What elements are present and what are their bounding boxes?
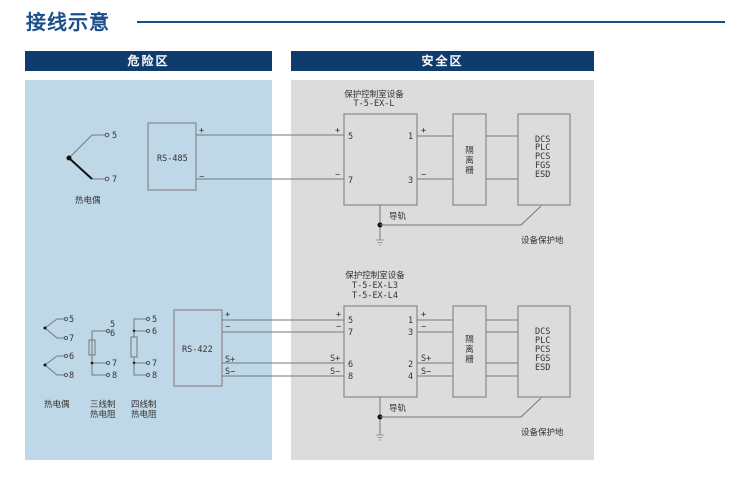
terminal-label: 5 [112,131,117,141]
rs485-box [147,122,197,191]
sensor-label: 热电偶 [44,399,70,410]
rail-label: 导轨 [389,211,407,222]
transmitter-label: RS-422 [182,345,213,355]
rail-label: 导轨 [389,403,407,414]
transmitter-label: RS-485 [157,154,188,164]
system-label: PCS [535,152,550,162]
sensor-label: 热电阻 [90,409,116,420]
page-title: 接线示意 [26,10,110,34]
pin-number: 7 [348,176,353,186]
pin-sign: S− [330,367,340,377]
system-label: PLC [535,336,550,346]
device-title: 保护控制室设备 [344,89,404,100]
device-title: 保护控制室设备 [345,270,405,281]
system-label: FGS [535,354,550,364]
pin-sign: S+ [225,355,235,365]
control-systems-box [517,305,571,398]
pin-sign: − [335,170,340,180]
diagram-1: 5 7 热电偶 RS-485 + − 保护控制室设备 T-5-EX-L + − … [66,89,571,246]
terminal-label: 7 [152,359,157,369]
barrier-label: 栅 [465,354,474,365]
barrier-label: 隔 [465,335,474,345]
barrier-label: 隔 [465,146,474,156]
terminal-label: 8 [112,371,117,381]
ground-icon [376,434,384,441]
system-label: DCS [535,327,550,337]
pin-sign: − [421,322,426,332]
pin-sign: S+ [330,354,340,364]
protection-device-box [343,113,418,206]
thermocouple-symbol: 5 7 热电偶 [66,131,117,206]
device-model: T-5-EX-L [354,99,395,109]
pin-number: 4 [408,372,413,382]
system-label: ESD [535,363,550,373]
system-label: ESD [535,170,550,180]
terminal-label: 8 [152,371,157,381]
pin-sign: + [225,310,230,320]
rs422-box [173,309,223,387]
protection-device-box [343,305,418,398]
terminal-label: 6 [69,352,74,362]
rtd-3wire-symbol: 5 6 7 8 三线制 热电阻 [88,320,117,420]
system-label: FGS [535,161,550,171]
ground-icon [376,239,384,246]
control-systems-box [517,113,571,206]
system-label: DCS [535,135,550,145]
device-model: T-5-EX-L3 [352,281,398,291]
pin-number: 1 [408,316,413,326]
sensor-label: 热电阻 [131,409,157,420]
safe-zone-header: 安全区 [291,51,594,71]
pin-number: 2 [408,360,413,370]
title-divider [137,21,725,23]
device-model: T-5-EX-L4 [352,291,398,301]
terminal-label: 7 [112,175,117,185]
pin-sign: − [225,322,230,332]
pin-number: 7 [348,328,353,338]
pin-sign: − [421,170,426,180]
thermocouple-symbol: 5 7 6 8 热电偶 [43,315,74,410]
pin-sign: + [421,310,426,320]
terminal-label: 8 [69,371,74,381]
isolation-barrier-box [452,113,487,206]
barrier-label: 离 [465,344,474,355]
system-label: PLC [535,143,550,153]
sensor-label: 三线制 [90,399,116,410]
sensor-label: 四线制 [131,399,157,410]
pin-sign: S− [225,367,235,377]
thermocouple-label: 热电偶 [75,195,101,206]
terminal-label: 6 [110,329,115,339]
pin-number: 3 [408,328,413,338]
terminal-label: 7 [69,334,74,344]
rtd-4wire-symbol: 5 6 7 8 四线制 热电阻 [130,315,157,420]
pin-number: 6 [348,360,353,370]
terminal-label: 5 [152,315,157,325]
pin-sign: S− [421,367,431,377]
isolation-barrier-box [452,305,487,398]
ground-label: 设备保护地 [521,427,564,438]
pin-sign: − [199,172,204,182]
terminal-label: 6 [152,327,157,337]
pin-sign: + [199,126,204,136]
pin-sign: + [336,310,341,320]
terminal-label: 5 [69,315,74,325]
pin-sign: + [335,126,340,136]
diagram-2: 5 7 6 8 热电偶 5 6 7 8 三线制 热电阻 [43,270,571,441]
terminal-label: 7 [112,359,117,369]
pin-number: 5 [348,132,353,142]
system-label: PCS [535,345,550,355]
pin-number: 3 [408,176,413,186]
ground-label: 设备保护地 [521,235,564,246]
pin-sign: S+ [421,354,431,364]
pin-number: 1 [408,132,413,142]
hazard-zone-header: 危险区 [25,51,272,71]
pin-sign: + [421,126,426,136]
barrier-label: 栅 [465,165,474,176]
pin-sign: − [336,322,341,332]
barrier-label: 离 [465,155,474,166]
terminal-label: 5 [110,320,115,330]
pin-number: 8 [348,372,353,382]
pin-number: 5 [348,316,353,326]
